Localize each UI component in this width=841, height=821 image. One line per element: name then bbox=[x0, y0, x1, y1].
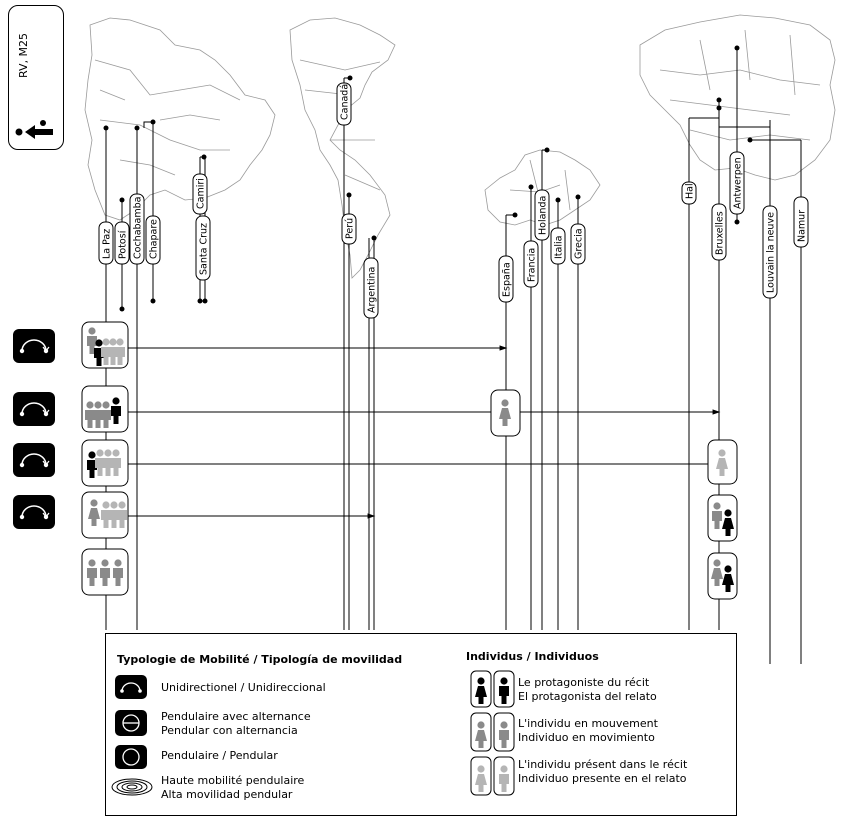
svg-text:La Paz: La Paz bbox=[102, 229, 113, 259]
individual-box-bruxelles-1 bbox=[707, 439, 738, 485]
movement-arrows bbox=[128, 345, 721, 519]
svg-text:Grecia: Grecia bbox=[574, 228, 585, 259]
svg-text:Italia: Italia bbox=[554, 236, 565, 259]
mobility-icon-3 bbox=[12, 442, 56, 478]
svg-text:Francia: Francia bbox=[527, 248, 538, 282]
unidirectional-icon bbox=[115, 675, 147, 699]
group-box-5 bbox=[81, 548, 129, 596]
label-italia: Italia bbox=[550, 227, 566, 265]
label-la-paz: La Paz bbox=[98, 221, 114, 265]
place-labels: La Paz Potosí Cochabamba Chapare Camiri … bbox=[98, 82, 809, 319]
label-cochabamba: Cochabamba bbox=[129, 193, 145, 265]
mobility-icon-1 bbox=[12, 328, 56, 364]
svg-text:Canadá: Canadá bbox=[340, 84, 351, 120]
pendular-alternation-icon bbox=[115, 710, 147, 736]
group-box-4 bbox=[81, 491, 129, 539]
label-holanda: Holanda bbox=[534, 189, 550, 241]
protagonist-icon bbox=[470, 670, 515, 708]
svg-text:Louvain la neuve: Louvain la neuve bbox=[766, 212, 777, 293]
label-grecia: Grecia bbox=[570, 223, 586, 265]
legend-individual-label-1b: El protagonista del relato bbox=[518, 690, 657, 703]
svg-text:Antwerpen: Antwerpen bbox=[733, 157, 744, 209]
label-canada: Canadá bbox=[336, 82, 352, 126]
group-box-3 bbox=[81, 439, 129, 487]
svg-text:Santa Cruz: Santa Cruz bbox=[199, 223, 210, 275]
individual-box-espana bbox=[490, 389, 521, 437]
svg-text:Potosí: Potosí bbox=[118, 230, 129, 259]
legend-individual-label-1a: Le protagoniste du récit bbox=[518, 676, 650, 689]
label-bruxelles: Bruxelles bbox=[711, 203, 727, 261]
label-antwerpen: Antwerpen bbox=[729, 151, 745, 215]
group-box-2 bbox=[81, 385, 129, 433]
label-camiri: Camiri bbox=[192, 173, 208, 215]
subject-box: RV, M25 bbox=[8, 5, 64, 150]
svg-text:Hal: Hal bbox=[685, 183, 696, 199]
legend-individuals-title: Individus / Individuos bbox=[466, 650, 599, 663]
label-espana: España bbox=[498, 255, 514, 303]
legend-mobility-title: Typologie de Mobilité / Tipología de mov… bbox=[117, 653, 403, 666]
subject-code: RV, M25 bbox=[17, 32, 30, 78]
legend-individual-label-3a: L'individu présent dans le récit bbox=[518, 758, 688, 771]
high-mobility-icon bbox=[111, 778, 153, 796]
svg-text:Bruxelles: Bruxelles bbox=[715, 211, 726, 255]
legend-individual-label-2b: Individuo en movimiento bbox=[518, 731, 655, 744]
svg-text:Namur: Namur bbox=[797, 210, 808, 242]
svg-text:Argentina: Argentina bbox=[367, 267, 378, 313]
svg-text:Perú: Perú bbox=[345, 218, 356, 239]
legend-mobility-label-4b: Alta movilidad pendular bbox=[161, 788, 293, 801]
label-peru: Perú bbox=[341, 213, 357, 245]
label-hal: Hal bbox=[681, 181, 697, 205]
legend: Typologie de Mobilité / Tipología de mov… bbox=[105, 633, 737, 816]
svg-text:Camiri: Camiri bbox=[196, 178, 207, 209]
group-boxes bbox=[81, 321, 129, 596]
individual-moving-icon bbox=[470, 712, 515, 752]
legend-mobility-label-3: Pendulaire / Pendular bbox=[161, 749, 278, 762]
label-santa-cruz: Santa Cruz bbox=[195, 215, 211, 281]
mobility-icons bbox=[12, 328, 56, 530]
group-box-1 bbox=[81, 321, 129, 369]
map-dots bbox=[103, 45, 753, 312]
legend-individual-label-3b: Individuo presente en el relato bbox=[518, 772, 687, 785]
svg-text:Cochabamba: Cochabamba bbox=[133, 197, 144, 259]
svg-text:Chapare: Chapare bbox=[149, 219, 160, 259]
legend-mobility-label-1: Unidirectionel / Unidireccional bbox=[161, 681, 326, 694]
protagonist-arrow-icon bbox=[15, 120, 53, 139]
map-bolivia bbox=[84, 17, 276, 221]
map-americas bbox=[289, 17, 396, 279]
individual-box-bruxelles-3 bbox=[707, 552, 738, 600]
mobility-icon-4 bbox=[12, 494, 56, 530]
mobility-icon-2 bbox=[12, 391, 56, 427]
legend-individual-label-2a: L'individu en mouvement bbox=[518, 717, 658, 730]
label-namur: Namur bbox=[793, 196, 809, 248]
label-louvain: Louvain la neuve bbox=[762, 205, 778, 299]
individual-box-bruxelles-2 bbox=[707, 494, 738, 542]
svg-text:Holanda: Holanda bbox=[538, 196, 549, 235]
label-chapare: Chapare bbox=[145, 215, 161, 265]
label-potosi: Potosí bbox=[114, 221, 130, 265]
label-argentina: Argentina bbox=[363, 257, 379, 319]
individual-boxes bbox=[490, 389, 738, 600]
individual-present-icon bbox=[470, 756, 515, 796]
svg-text:España: España bbox=[502, 262, 513, 297]
legend-mobility-label-4a: Haute mobilité pendulaire bbox=[161, 774, 305, 787]
pendular-icon bbox=[115, 745, 147, 769]
legend-mobility-label-2b: Pendular con alternancia bbox=[161, 724, 298, 737]
label-francia: Francia bbox=[523, 240, 539, 288]
legend-mobility-label-2a: Pendulaire avec alternance bbox=[161, 710, 311, 723]
